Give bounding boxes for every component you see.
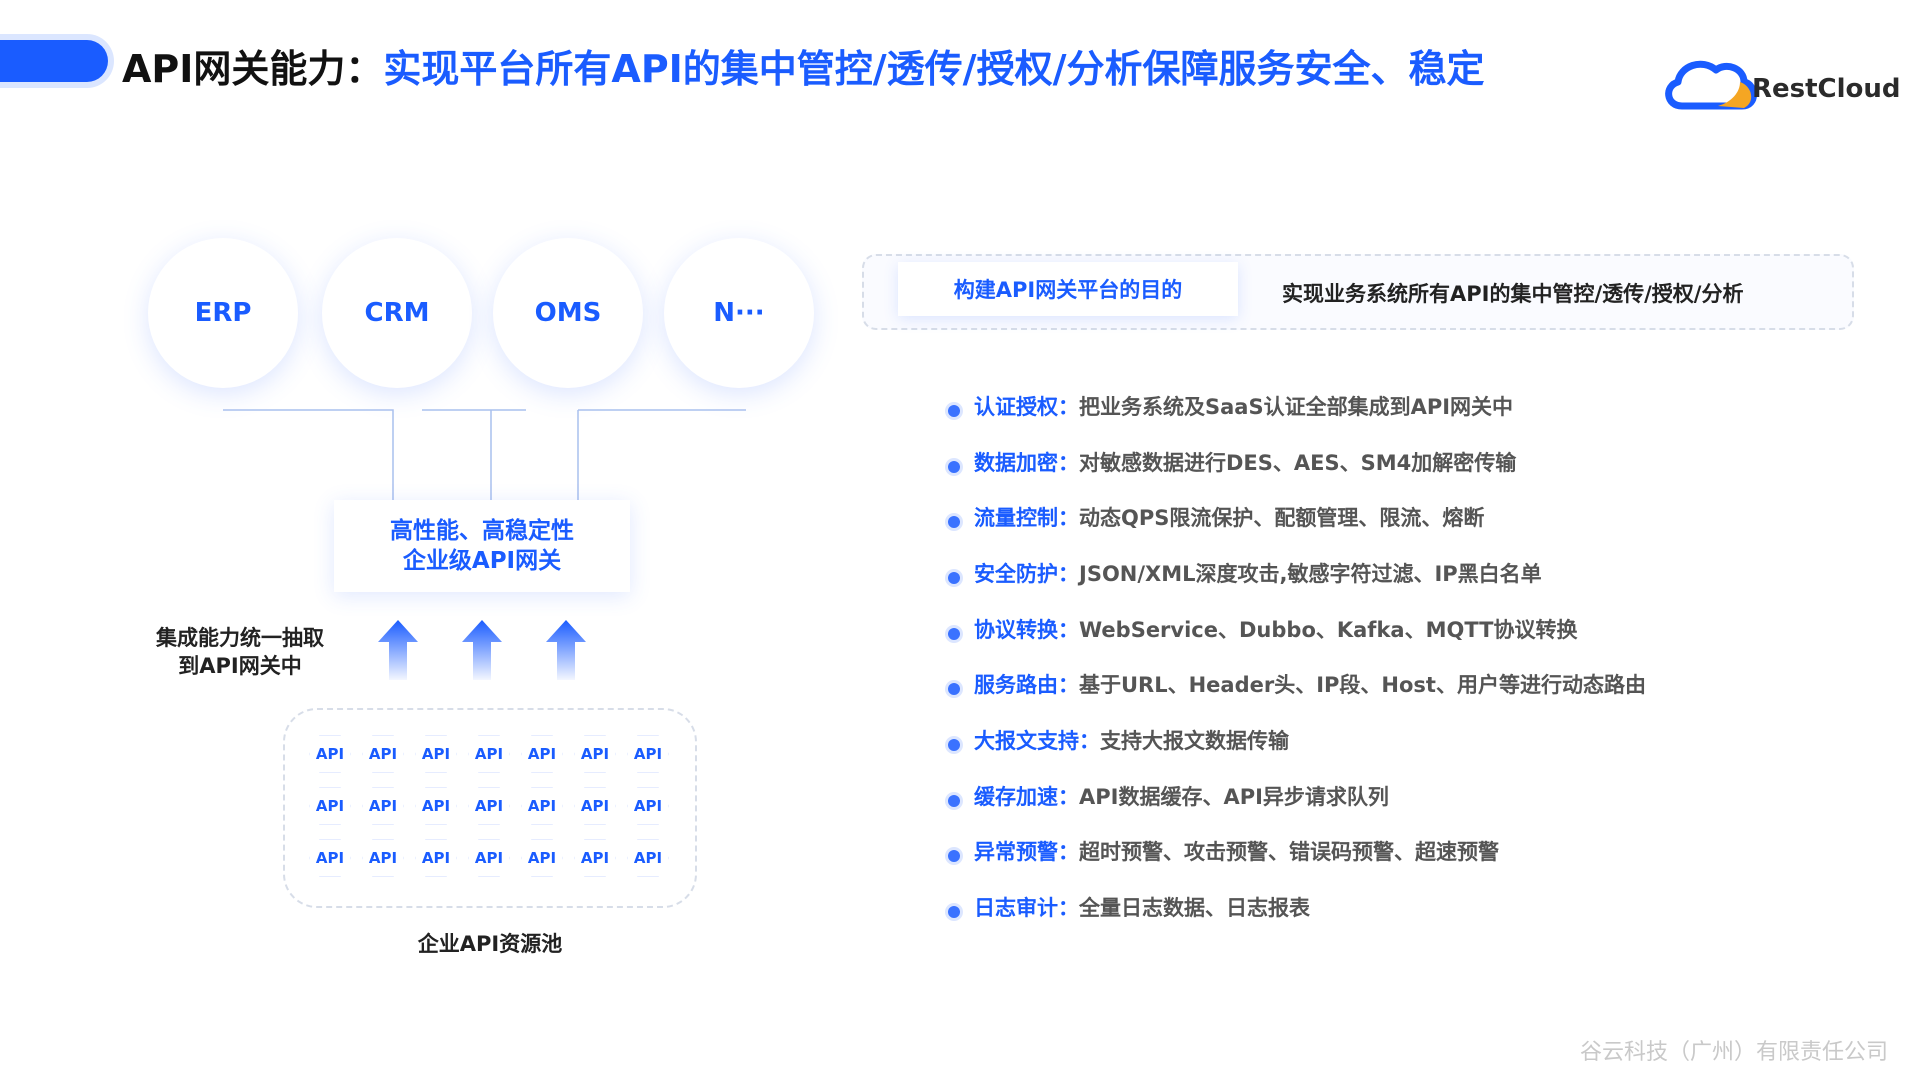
- api-chip: API: [415, 839, 457, 877]
- cloud-logo-icon: [1665, 60, 1757, 110]
- feature-name: 认证授权：: [974, 394, 1079, 419]
- api-chip: API: [362, 787, 404, 825]
- feature-desc: 超时预警、攻击预警、错误码预警、超速预警: [1079, 840, 1499, 865]
- up-arrow-icon: [546, 620, 586, 680]
- title-main: 实现平台所有API的集中管控/透传/授权/分析保障服务安全、稳定: [383, 47, 1485, 91]
- up-arrow-icon: [462, 620, 502, 680]
- feature-item: 安全防护：JSON/XML深度攻击,敏感字符过滤、IP黑白名单: [948, 545, 1646, 601]
- api-chip: API: [627, 839, 669, 877]
- feature-item: 服务路由：基于URL、Header头、IP段、Host、用户等进行动态路由: [948, 656, 1646, 712]
- feature-name: 服务路由：: [974, 673, 1079, 698]
- api-chip: API: [574, 839, 616, 877]
- feature-list: 认证授权：把业务系统及SaaS认证全部集成到API网关中数据加密：对敏感数据进行…: [948, 378, 1646, 935]
- up-arrow-icon: [378, 620, 418, 680]
- title-accent-bar: [0, 40, 108, 82]
- gateway-box: 高性能、高稳定性 企业级API网关: [334, 500, 630, 592]
- title-prefix: API网关能力：: [122, 47, 384, 91]
- feature-item: 协议转换：WebService、Dubbo、Kafka、MQTT协议转换: [948, 601, 1646, 657]
- integration-label: 集成能力统一抽取 到API网关中: [130, 624, 350, 680]
- bullet-dot-icon: [948, 627, 960, 640]
- feature-item: 数据加密：对敏感数据进行DES、AES、SM4加解密传输: [948, 434, 1646, 490]
- api-chip: API: [521, 839, 563, 877]
- bullet-dot-icon: [948, 460, 960, 473]
- bullet-dot-icon: [948, 738, 960, 751]
- integration-label-line1: 集成能力统一抽取: [156, 626, 324, 650]
- feature-desc: JSON/XML深度攻击,敏感字符过滤、IP黑白名单: [1079, 561, 1542, 586]
- feature-name: 日志审计：: [974, 896, 1079, 921]
- bullet-dot-icon: [948, 404, 960, 417]
- feature-name: 异常预警：: [974, 840, 1079, 865]
- feature-item: 认证授权：把业务系统及SaaS认证全部集成到API网关中: [948, 378, 1646, 434]
- api-chip: API: [627, 735, 669, 773]
- system-circle-more: N···: [664, 238, 814, 388]
- feature-desc: 对敏感数据进行DES、AES、SM4加解密传输: [1079, 450, 1517, 475]
- system-circle-crm: CRM: [322, 238, 472, 388]
- api-chip: API: [362, 839, 404, 877]
- bullet-dot-icon: [948, 516, 960, 529]
- api-chip: API: [574, 735, 616, 773]
- api-chip: API: [468, 839, 510, 877]
- api-chip: API: [309, 839, 351, 877]
- feature-name: 大报文支持：: [974, 728, 1100, 753]
- feature-name: 安全防护：: [974, 561, 1079, 586]
- gateway-line1: 高性能、高稳定性: [390, 518, 574, 544]
- purpose-tag: 构建API网关平台的目的: [898, 262, 1238, 316]
- api-chip: API: [309, 735, 351, 773]
- api-chip: API: [574, 787, 616, 825]
- bullet-dot-icon: [948, 683, 960, 696]
- purpose-text: 实现业务系统所有API的集中管控/透传/授权/分析: [1282, 282, 1744, 306]
- api-chip: API: [468, 787, 510, 825]
- bullet-dot-icon: [948, 571, 960, 584]
- feature-item: 日志审计：全量日志数据、日志报表: [948, 879, 1646, 935]
- feature-name: 缓存加速：: [974, 784, 1079, 809]
- feature-desc: 支持大报文数据传输: [1100, 728, 1289, 753]
- api-chip: API: [468, 735, 510, 773]
- page-title: API网关能力：实现平台所有API的集中管控/透传/授权/分析保障服务安全、稳定: [122, 38, 1484, 93]
- feature-item: 异常预警：超时预警、攻击预警、错误码预警、超速预警: [948, 824, 1646, 880]
- feature-desc: 基于URL、Header头、IP段、Host、用户等进行动态路由: [1079, 673, 1646, 698]
- footer-company: 谷云科技（广州）有限责任公司: [1579, 1040, 1888, 1065]
- bullet-dot-icon: [948, 906, 960, 919]
- api-chip: API: [521, 787, 563, 825]
- feature-desc: API数据缓存、API异步请求队列: [1079, 784, 1389, 809]
- feature-desc: 全量日志数据、日志报表: [1079, 896, 1310, 921]
- feature-name: 数据加密：: [974, 450, 1079, 475]
- feature-desc: WebService、Dubbo、Kafka、MQTT协议转换: [1079, 617, 1578, 642]
- api-chip: API: [309, 787, 351, 825]
- feature-name: 协议转换：: [974, 617, 1079, 642]
- bullet-dot-icon: [948, 794, 960, 807]
- api-pool-grid: API API API API API API API API API API API API API A…: [305, 735, 675, 877]
- api-chip: API: [362, 735, 404, 773]
- api-pool: [283, 708, 697, 908]
- system-circle-oms: OMS: [493, 238, 643, 388]
- system-circle-erp: ERP: [148, 238, 298, 388]
- integration-label-line2: 到API网关中: [178, 654, 302, 678]
- feature-desc: 动态QPS限流保护、配额管理、限流、熔断: [1079, 506, 1485, 531]
- feature-item: 大报文支持：支持大报文数据传输: [948, 712, 1646, 768]
- api-chip: API: [415, 735, 457, 773]
- api-chip: API: [521, 735, 563, 773]
- api-chip: API: [415, 787, 457, 825]
- api-pool-label: 企业API资源池: [417, 932, 563, 956]
- bullet-dot-icon: [948, 850, 960, 863]
- feature-item: 流量控制：动态QPS限流保护、配额管理、限流、熔断: [948, 489, 1646, 545]
- feature-item: 缓存加速：API数据缓存、API异步请求队列: [948, 768, 1646, 824]
- api-chip: API: [627, 787, 669, 825]
- gateway-line2: 企业级API网关: [402, 548, 562, 574]
- feature-desc: 把业务系统及SaaS认证全部集成到API网关中: [1079, 394, 1514, 419]
- logo-text: RestCloud: [1752, 74, 1901, 104]
- feature-name: 流量控制：: [974, 506, 1079, 531]
